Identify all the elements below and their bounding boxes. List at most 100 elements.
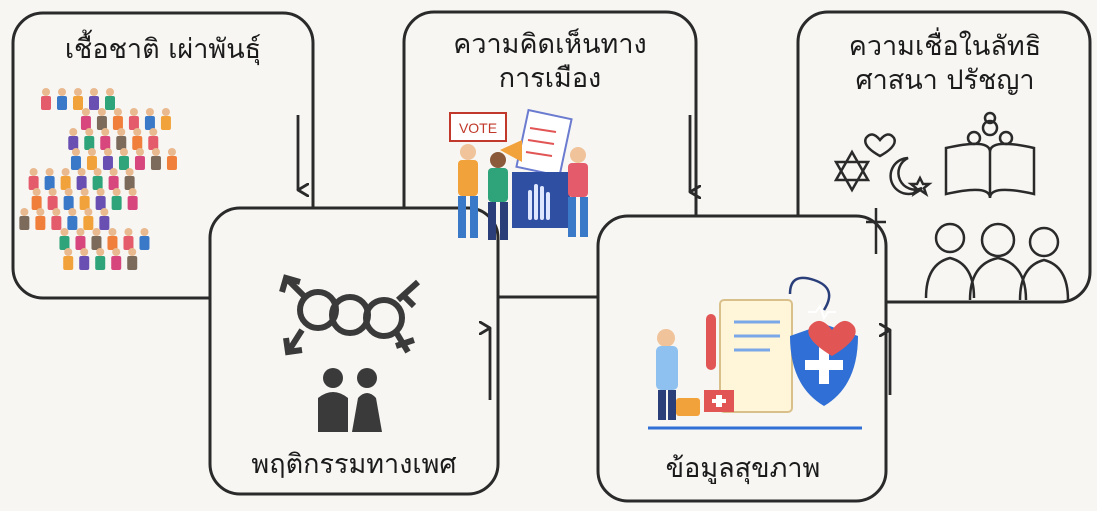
crowd-person-body bbox=[139, 236, 150, 250]
crowd-person-head bbox=[36, 208, 45, 216]
pill-bottle bbox=[676, 398, 700, 416]
person-outline-right bbox=[1028, 226, 1060, 258]
crowd-person-body bbox=[83, 216, 94, 230]
open-book-icon bbox=[944, 142, 1036, 199]
crowd-person-body bbox=[144, 116, 155, 130]
crowd-person-body bbox=[76, 176, 87, 190]
crowd-person-body bbox=[80, 116, 91, 130]
crowd-person-body bbox=[73, 96, 83, 110]
crowd-person-head bbox=[96, 188, 105, 196]
heartbeat-heart-icon bbox=[808, 320, 856, 356]
crowd-person-head bbox=[87, 148, 96, 156]
crowd-person-head bbox=[60, 228, 69, 236]
crowd-person-body bbox=[67, 216, 78, 230]
crowd-person-body bbox=[92, 176, 103, 190]
crowd-person-body bbox=[95, 196, 106, 210]
crowd-person-head bbox=[80, 248, 89, 256]
crowd-person-head bbox=[100, 208, 109, 216]
crowd-person-head bbox=[52, 208, 61, 216]
crowd-person-head bbox=[71, 148, 80, 156]
crowd-person-head bbox=[145, 108, 154, 116]
crowd-person-body bbox=[35, 216, 46, 230]
crowd-person-body bbox=[99, 216, 110, 230]
crowd-person-body bbox=[91, 236, 102, 250]
crowd-person-head bbox=[68, 208, 77, 216]
crowd-person-body bbox=[128, 116, 139, 130]
crowd-person-head bbox=[92, 228, 101, 236]
label-line: ศาสนา ปรัชญา bbox=[855, 65, 1035, 96]
crowd-person-body bbox=[124, 176, 135, 190]
thermometer bbox=[706, 314, 716, 370]
label-health-data: ข้อมูลสุขภาพ bbox=[612, 452, 874, 486]
crowd-person-body bbox=[100, 136, 111, 150]
gender-symbols bbox=[279, 274, 421, 356]
crowd-person-head bbox=[129, 108, 138, 116]
person-outline-middle bbox=[980, 222, 1016, 258]
crowd-person-body bbox=[160, 116, 171, 130]
crowd-person-head bbox=[140, 228, 149, 236]
doctor-head bbox=[657, 329, 675, 347]
label-ethnicity: เชื้อชาติ เผ่าพันธุ์ bbox=[30, 33, 296, 67]
crowd-illustration bbox=[19, 88, 177, 270]
crowd-person-body bbox=[44, 176, 55, 190]
crowd-person-head bbox=[32, 188, 41, 196]
crowd-person-head bbox=[81, 108, 90, 116]
box-sexual-behavior bbox=[208, 206, 500, 496]
molecule-icon bbox=[981, 119, 999, 137]
crowd-person-head bbox=[109, 168, 118, 176]
label-sexual-behavior: พฤติกรรมทางเพศ bbox=[222, 448, 486, 482]
medical-cross-icon bbox=[805, 346, 843, 384]
crowd-person-head bbox=[112, 248, 121, 256]
small-star-icon bbox=[907, 175, 933, 198]
crowd-person-head bbox=[58, 88, 66, 96]
label-line: พฤติกรรมทางเพศ bbox=[251, 449, 457, 480]
megaphone bbox=[500, 140, 522, 162]
crowd-person-head bbox=[101, 128, 110, 136]
crowd-person-head bbox=[77, 168, 86, 176]
crowd-person-body bbox=[127, 256, 138, 270]
crowd-person-head bbox=[151, 148, 160, 156]
crowd-person-body bbox=[108, 176, 119, 190]
crowd-person-body bbox=[51, 216, 62, 230]
crowd-person-body bbox=[150, 156, 161, 170]
cross-icon bbox=[866, 208, 886, 254]
crowd-person-body bbox=[70, 156, 81, 170]
vote-sign-text: VOTE bbox=[459, 120, 497, 136]
crowd-person-body bbox=[19, 216, 30, 230]
hand-icon bbox=[528, 184, 550, 220]
crowd-person-head bbox=[106, 88, 114, 96]
crowd-person-body bbox=[79, 256, 90, 270]
crowd-person-head bbox=[119, 148, 128, 156]
label-political-opinion: ความคิดเห็นทาง การเมือง bbox=[420, 28, 680, 96]
crowd-person-head bbox=[64, 188, 73, 196]
crowd-person-body bbox=[47, 196, 58, 210]
crowd-person-body bbox=[116, 136, 127, 150]
person-outline-left bbox=[934, 222, 966, 254]
crowd-person-body bbox=[28, 176, 39, 190]
crowd-person-head bbox=[20, 208, 29, 216]
star-of-david-icon bbox=[833, 149, 871, 182]
crowd-person-body bbox=[134, 156, 145, 170]
crowd-person-body bbox=[57, 96, 67, 110]
health-illustration bbox=[648, 276, 862, 430]
stethoscope-icon bbox=[788, 276, 831, 311]
crowd-person-head bbox=[112, 188, 121, 196]
female-symbol-icon bbox=[363, 297, 405, 339]
crowd-person-head bbox=[90, 88, 98, 96]
crowd-person-body bbox=[111, 256, 122, 270]
heart-icon bbox=[864, 133, 896, 158]
crowd-person-body bbox=[118, 156, 129, 170]
crowd-person-body bbox=[123, 236, 134, 250]
crowd-person-head bbox=[167, 148, 176, 156]
label-line: ความคิดเห็นทาง bbox=[453, 29, 647, 60]
crowd-person-head bbox=[161, 108, 170, 116]
crowd-person-body bbox=[63, 196, 74, 210]
crowd-person-head bbox=[96, 248, 105, 256]
crowd-person-body bbox=[105, 96, 115, 110]
crowd-person-body bbox=[166, 156, 177, 170]
crowd-person-body bbox=[148, 136, 159, 150]
crowd-person-head bbox=[45, 168, 54, 176]
religion-icons bbox=[833, 111, 1070, 301]
